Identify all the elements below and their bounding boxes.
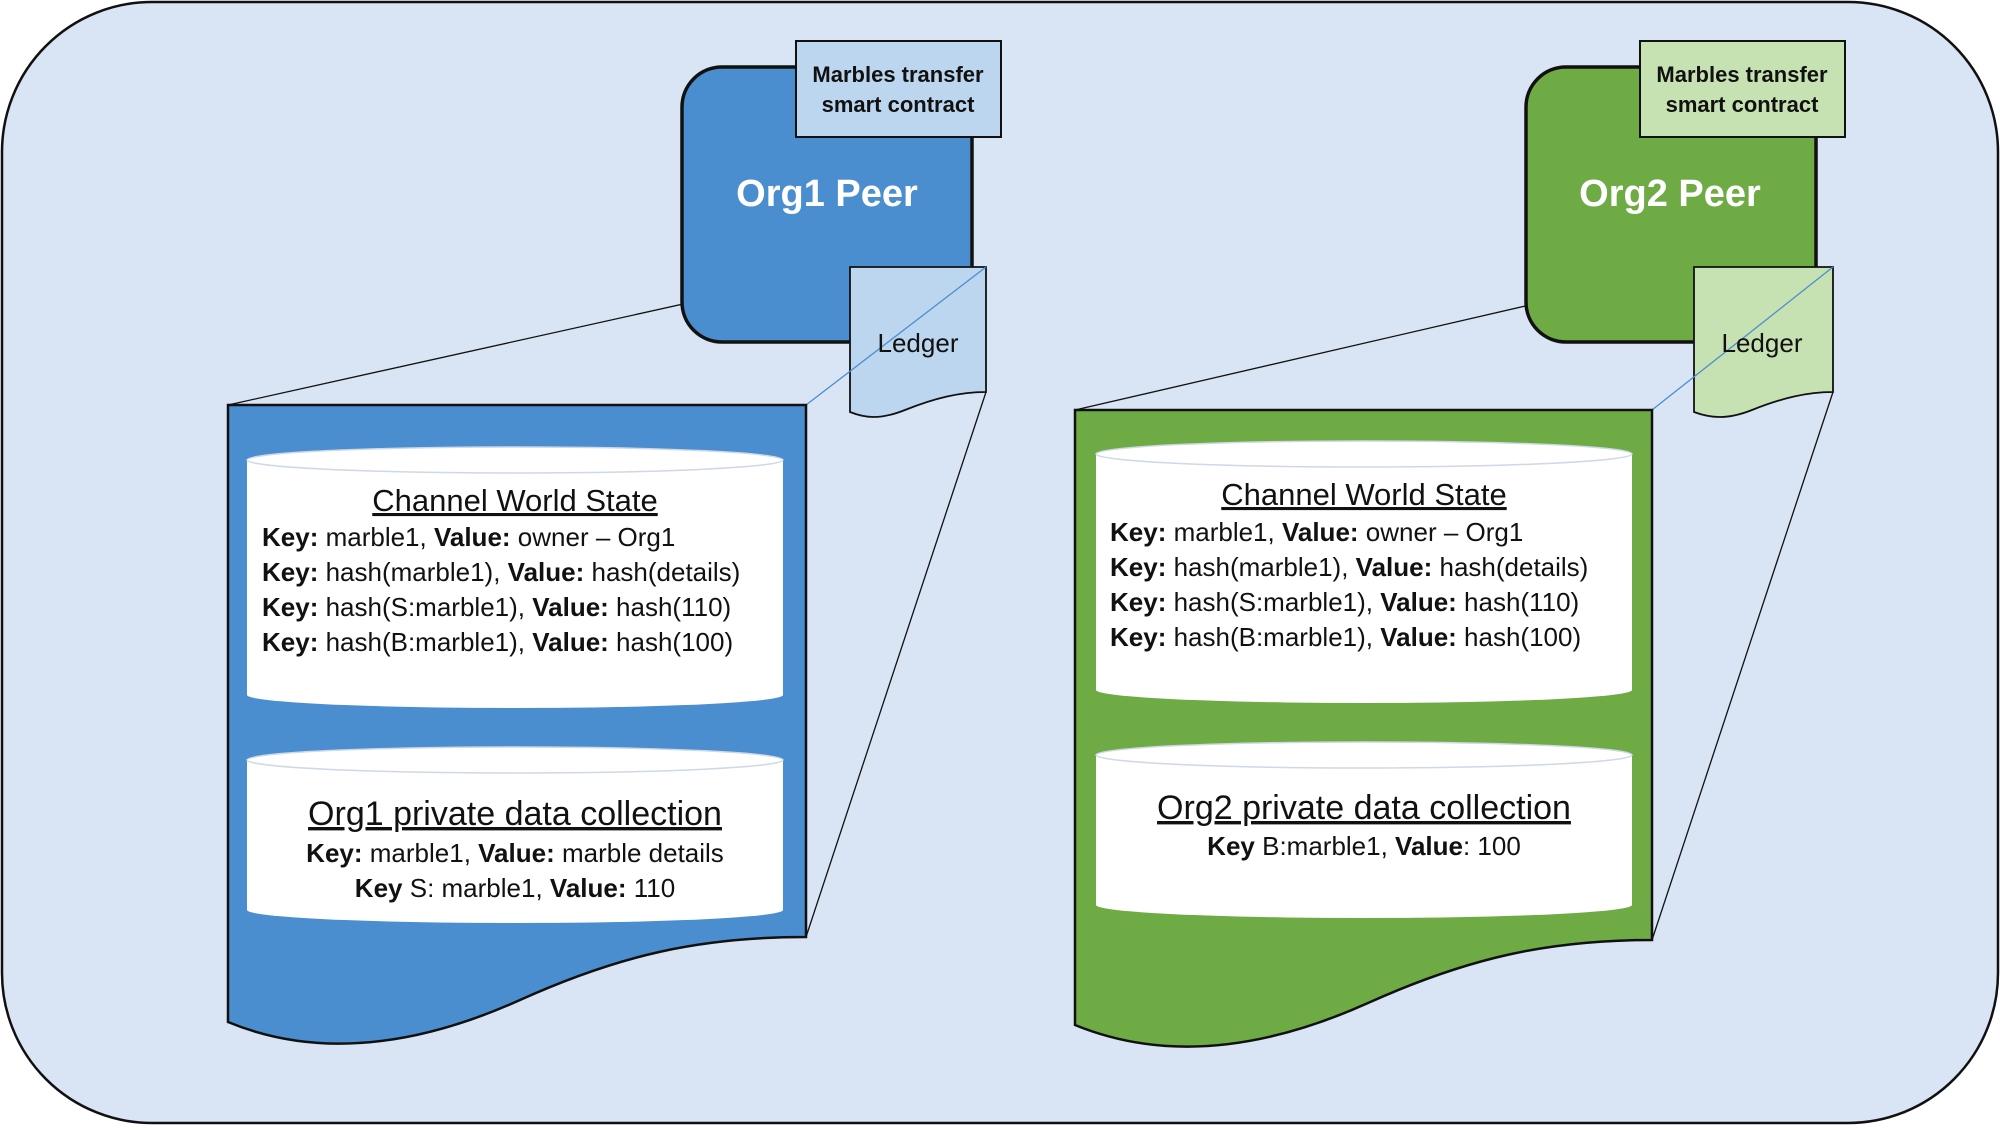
- row-label: Value:: [532, 592, 609, 622]
- row-label: Key: [355, 873, 403, 903]
- row-label: Value:: [1282, 517, 1359, 547]
- org1-peer-label: Org1 Peer: [736, 173, 918, 215]
- row-label: Key: [1207, 831, 1255, 861]
- org1-smart-contract-note: [795, 40, 1002, 138]
- row-label: Value:: [434, 522, 511, 552]
- row-label: Value:: [508, 557, 585, 587]
- row-value: hash(100): [1457, 622, 1581, 652]
- row-value: marble details: [555, 838, 724, 868]
- row-value: hash(110): [1457, 587, 1579, 617]
- org2-peer-label: Org2 Peer: [1579, 173, 1761, 215]
- row-value: hash(details): [1432, 552, 1588, 582]
- row-label: Key:: [1110, 552, 1166, 582]
- row-value: hash(details): [584, 557, 740, 587]
- row-label: Value: [1395, 831, 1463, 861]
- org1-contract-label-line2: smart contract: [822, 92, 976, 117]
- org1-private-collection-row: Key S: marble1, Value: 110: [355, 873, 675, 903]
- org2-contract-label-line2: smart contract: [1666, 92, 1820, 117]
- row-value: hash(S:marble1),: [1166, 587, 1380, 617]
- org2-world-state-cylinder-top: [1095, 440, 1633, 468]
- row-label: Value:: [1356, 552, 1433, 582]
- org2-world-state-cylinder-body: [1096, 454, 1632, 703]
- org2-private-collection-title: Org2 private data collection: [1157, 789, 1571, 827]
- org1-ledger-zoom-line: [805, 266, 987, 406]
- row-value: owner – Org1: [511, 522, 676, 552]
- org1-world-state-row: Key: hash(B:marble1), Value: hash(100): [262, 627, 733, 657]
- row-label: Value:: [550, 873, 627, 903]
- org2-ledger-zoom-line: [1651, 266, 1834, 411]
- row-value: 110: [627, 873, 676, 903]
- org1-world-state-row: Key: hash(S:marble1), Value: hash(110): [262, 592, 731, 622]
- row-value: hash(110): [609, 592, 731, 622]
- org1-private-collection-cylinder-body: [247, 760, 783, 923]
- row-value: marble1,: [318, 522, 434, 552]
- org1-world-state-row: Key: hash(marble1), Value: hash(details): [262, 557, 740, 587]
- org1-private-collection-row: Key: marble1, Value: marble details: [306, 838, 724, 868]
- org1-world-state-title: Channel World State: [372, 483, 657, 518]
- row-label: Value:: [478, 838, 555, 868]
- row-value: B:marble1,: [1255, 831, 1395, 861]
- row-label: Key:: [1110, 587, 1166, 617]
- org2-private-collection-row: Key B:marble1, Value: 100: [1207, 831, 1521, 861]
- row-value: hash(100): [609, 627, 733, 657]
- row-label: Key:: [262, 522, 318, 552]
- row-value: : 100: [1463, 831, 1521, 861]
- row-value: marble1,: [363, 838, 479, 868]
- org1-contract-label-line1: Marbles transfer: [812, 62, 984, 87]
- org2-private-collection-cylinder-top: [1095, 741, 1633, 769]
- org1-zoom-line-bottom: [805, 391, 987, 938]
- org2-contract-label-line1: Marbles transfer: [1656, 62, 1828, 87]
- org1-private-data-collection-db: Org1 private data collection Key: marble…: [246, 746, 784, 923]
- row-label: Key:: [262, 557, 318, 587]
- org2-group: Org2 Peer Marbles transfer smart contrac…: [1073, 40, 1846, 1048]
- row-value: marble1,: [1166, 517, 1282, 547]
- row-label: Key:: [262, 592, 318, 622]
- org1-private-collection-title: Org1 private data collection: [308, 795, 722, 833]
- org1-world-state-db: Channel World State Key: marble1, Value:…: [246, 446, 784, 708]
- row-label: Key:: [1110, 517, 1166, 547]
- org2-ledger-document: [1693, 266, 1834, 418]
- row-label: Value:: [1380, 622, 1457, 652]
- org1-group: Org1 Peer Marbles transfer smart contrac…: [226, 40, 1002, 1045]
- org1-world-state-cylinder-top: [246, 446, 784, 474]
- row-label: Key:: [262, 627, 318, 657]
- row-value: hash(marble1),: [1166, 552, 1355, 582]
- row-label: Value:: [532, 627, 609, 657]
- org2-world-state-title: Channel World State: [1221, 477, 1506, 512]
- org2-world-state-row: Key: hash(marble1), Value: hash(details): [1110, 552, 1588, 582]
- row-value: hash(B:marble1),: [1166, 622, 1380, 652]
- org1-world-state-row: Key: marble1, Value: owner – Org1: [262, 522, 675, 552]
- row-value: hash(marble1),: [318, 557, 507, 587]
- org2-world-state-row: Key: marble1, Value: owner – Org1: [1110, 517, 1523, 547]
- row-label: Key:: [1110, 622, 1166, 652]
- org2-private-data-collection-db: Org2 private data collection Key B:marbl…: [1095, 741, 1633, 918]
- row-value: hash(S:marble1),: [318, 592, 532, 622]
- row-value: owner – Org1: [1359, 517, 1524, 547]
- org2-world-state-db: Channel World State Key: marble1, Value:…: [1095, 440, 1633, 703]
- row-label: Value:: [1380, 587, 1457, 617]
- org2-world-state-row: Key: hash(B:marble1), Value: hash(100): [1110, 622, 1581, 652]
- org1-world-state-cylinder-body: [247, 460, 783, 708]
- org2-world-state-row: Key: hash(S:marble1), Value: hash(110): [1110, 587, 1579, 617]
- row-label: Key:: [306, 838, 362, 868]
- org1-private-collection-cylinder-top: [246, 746, 784, 774]
- org1-ledger-document: [849, 266, 987, 418]
- org1-ledger-label: Ledger: [878, 328, 959, 358]
- org2-ledger-label: Ledger: [1722, 328, 1803, 358]
- row-value: S: marble1,: [403, 873, 550, 903]
- org2-smart-contract-note: [1639, 40, 1846, 138]
- org2-zoom-line-bottom: [1651, 391, 1834, 941]
- row-value: hash(B:marble1),: [318, 627, 532, 657]
- org2-private-collection-cylinder-body: [1096, 755, 1632, 918]
